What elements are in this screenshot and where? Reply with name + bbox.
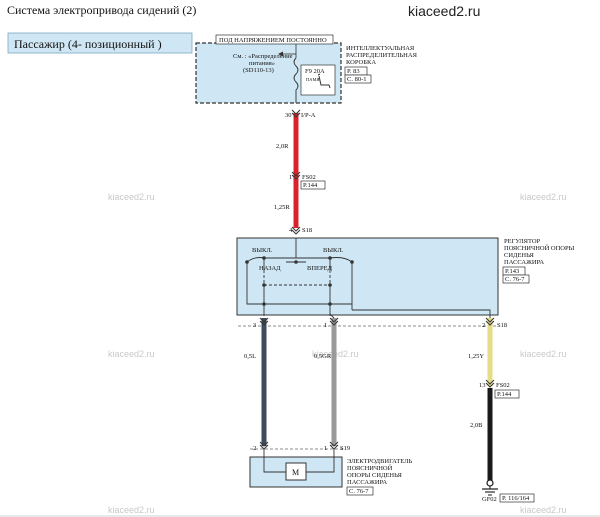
wire-gray-label: 0,5GR [314,353,332,360]
seat-icon [317,73,331,89]
switch-forward: ВПЕРЕД [307,265,333,272]
reg-name-3: СИДЕНЬЯ [504,252,535,259]
fuse-sub-label: ПАМЯ [306,77,320,82]
fs02-bottom-pin: 13 [479,382,486,389]
jb-ref: С. 80-1 [344,74,372,84]
fs02-bottom-ref: P.144 [494,389,520,399]
fs02-bottom-name: FS02 [496,382,510,389]
ground-name: GF02 [482,496,497,503]
motor-ref: С. 76-7 [346,486,374,496]
svg-text:С. 76-7: С. 76-7 [349,488,369,495]
ground-ref: P. 116/164 [499,493,535,503]
svg-text:P.143: P.143 [505,268,519,275]
s18-pin-c: 2 [482,322,485,329]
fs02-top-pin: 1 [289,174,292,181]
connector-marker-icon [291,109,301,118]
jb-name-1: ИНТЕЛЛЕКТУАЛЬНАЯ [346,45,415,52]
fuse-box [300,64,336,96]
watermark: kiaceed2.ru [520,192,567,202]
motor-symbol: M [292,468,299,477]
connector-marker-icon [485,317,495,388]
connector-marker-icon [291,226,301,235]
jb-name-3: КОРОБКА [346,59,376,66]
wire-red-label-1: 2,0R [276,143,289,150]
regulator-box [236,237,499,316]
hot-label-box [215,34,334,45]
reg-page-ref: P.143 [502,266,526,276]
motor-name-2: ПОЯСНИЧНОЙ [347,464,393,472]
motor-name-4: ПАССАЖИРА [347,479,387,486]
watermark: kiaceed2.ru [108,192,155,202]
reg-name-2: ПОЯСНИЧНОЙ ОПОРЫ [504,244,575,252]
ground-icon [482,479,498,496]
svg-text:С. 80-1: С. 80-1 [347,76,367,83]
motor-icon [285,462,307,481]
switch-off-right: ВЫКЛ. [323,247,344,254]
watermark: kiaceed2.ru [520,349,567,359]
switch-off-left: ВЫКЛ. [252,247,273,254]
s18-top-pin: 4 [289,227,293,234]
arrow-head-icon [278,51,283,57]
reg-name-4: ПАССАЖИРА [504,259,544,266]
wire-blue-label: 0,5L [244,353,256,360]
connector-marker-icon [259,317,339,326]
see-note-2: питания» [249,60,275,67]
reg-ref: С. 76-7 [502,274,530,284]
wire-red-label-2: 1,25R [274,204,290,211]
motor-lead-a [263,449,287,473]
s18-top-name: S18 [302,227,312,234]
subtitle: Пассажир (4- позиционный ) [14,37,162,51]
s18-pin-b: 1 [324,322,327,329]
fs02-top-name: FS02 [302,174,316,181]
svg-text:P.144: P.144 [303,182,318,189]
wire-black-label: 2,0B [470,422,483,429]
connector-marker-icon [291,171,301,180]
svg-text:P.144: P.144 [497,391,512,398]
fuse-label: F9 20A [305,68,325,75]
see-note-3: (SD110-13) [243,67,274,74]
subtitle-box [7,32,193,54]
jb-pin: 30 [285,112,292,119]
fuse-symbol-icon [293,57,299,103]
jb-connector: I/P-A [301,112,316,119]
jb-name-2: РАСПРЕДЕЛИТЕЛЬНАЯ [346,52,418,59]
watermark: kiaceed2.ru [108,349,155,359]
svg-text:P. 116/164: P. 116/164 [502,495,530,502]
reg-name-1: РЕГУЛЯТОР [504,238,541,245]
reg-ground-link [352,309,491,318]
motor-name-1: ЭЛЕКТРОДВИГАТЕЛЬ [347,458,413,465]
s18-pin-a: 3 [253,322,256,329]
svg-text:С. 76-7: С. 76-7 [505,276,525,283]
s19-pin-b: 1 [324,445,327,452]
jb-page-ref: P. 83 [344,66,368,76]
page-title: Система электропривода сидений (2) [7,3,196,17]
watermark: kiaceed2.ru [520,505,567,515]
reg-out-b-jog [329,313,335,319]
switch-circuit [246,238,353,305]
fs02-top-ref: P.144 [300,180,326,190]
motor-lead-b [305,449,335,473]
wire-yellow-label: 1,25Y [468,353,484,360]
s18-bottom-name: S18 [497,322,507,329]
watermark: kiaceed2.ru [108,505,155,515]
s19-pin-a: 2 [253,445,256,452]
motor-name-3: ОПОРЫ СИДЕНЬЯ [347,472,403,479]
s19-name: S19 [340,445,350,452]
site-label: kiaceed2.ru [408,3,480,19]
switch-contacts-icon [245,256,354,306]
switch-back: НАЗАД [259,265,281,272]
hot-label: ПОД НАПРЯЖЕНИЕМ ПОСТОЯННО [219,37,327,44]
svg-text:P. 83: P. 83 [347,68,360,75]
see-note-1: См. : «Распределение [233,53,293,60]
